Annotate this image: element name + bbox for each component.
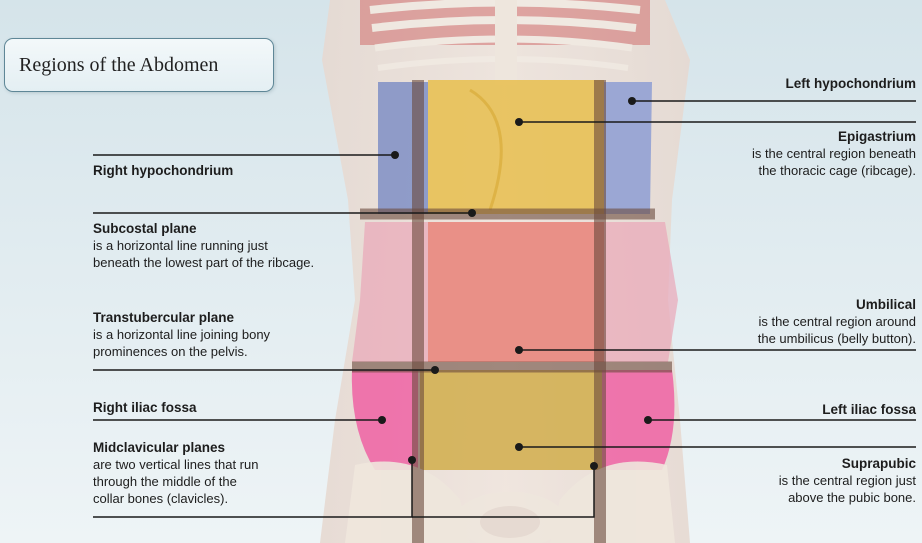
label-line: the umbilicus (belly button). — [757, 331, 916, 346]
label-heading: Subcostal plane — [93, 221, 197, 236]
label-heading: Left hypochondrium — [785, 76, 917, 91]
leader-lines — [93, 100, 916, 518]
label-line: beneath the lowest part of the ribcage. — [93, 255, 315, 270]
label-line: is a horizontal line running just — [93, 238, 268, 253]
label-heading: Midclavicular planes — [93, 440, 226, 455]
label-left-iliac-fossa: Left iliac fossa — [822, 401, 916, 418]
label-right-hypochondrium: Right hypochondrium — [93, 162, 233, 179]
title-box: Regions of the Abdomen — [4, 38, 274, 92]
label-heading: Epigastrium — [837, 129, 916, 144]
label-line: above the pubic bone. — [788, 490, 916, 505]
label-line: through the middle of the — [93, 474, 237, 489]
label-line: prominences on the pelvis. — [93, 344, 248, 359]
label-line: is a horizontal line joining bony — [93, 327, 271, 342]
label-line: is the central region just — [778, 473, 916, 488]
left-iliac-fossa-region — [602, 370, 675, 470]
label-right-iliac-fossa: Right iliac fossa — [93, 399, 197, 416]
label-suprapubic: Suprapubic is the central region just ab… — [779, 455, 916, 506]
leader-dots — [378, 97, 652, 470]
label-heading: Left iliac fossa — [822, 402, 916, 417]
epigastrium-region — [428, 80, 604, 214]
label-heading: Right hypochondrium — [93, 163, 234, 178]
umbilical-region — [428, 222, 604, 362]
label-line: collar bones (clavicles). — [93, 491, 229, 506]
suprapubic-region — [420, 370, 602, 470]
left-hypochondrium-region — [604, 82, 652, 214]
label-heading: Transtubercular plane — [93, 310, 235, 325]
label-heading: Right iliac fossa — [93, 400, 197, 415]
label-line: are two vertical lines that run — [93, 457, 259, 472]
label-line: is the central region beneath — [751, 146, 916, 161]
label-epigastrium: Epigastrium is the central region beneat… — [752, 128, 916, 179]
label-line: the thoracic cage (ribcage). — [758, 163, 916, 178]
label-left-hypochondrium: Left hypochondrium — [786, 75, 917, 92]
label-heading: Suprapubic — [841, 456, 916, 471]
label-umbilical: Umbilical is the central region around t… — [758, 296, 916, 347]
label-transtubercular-plane: Transtubercular plane is a horizontal li… — [93, 309, 270, 360]
label-midclavicular-planes: Midclavicular planes are two vertical li… — [93, 439, 258, 507]
label-subcostal-plane: Subcostal plane is a horizontal line run… — [93, 220, 314, 271]
page-title: Regions of the Abdomen — [19, 54, 219, 76]
label-heading: Umbilical — [855, 297, 916, 312]
label-line: is the central region around — [758, 314, 916, 329]
plane-lines — [352, 80, 672, 543]
ribcage-icon — [360, 0, 650, 85]
